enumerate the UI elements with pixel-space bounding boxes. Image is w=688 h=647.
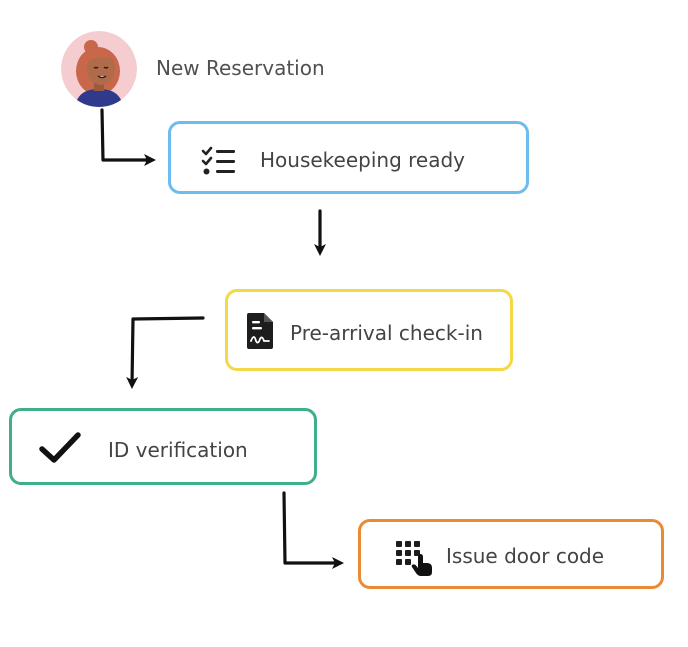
step-issue-door-code: Issue door code [358,519,664,589]
step-label: ID verification [108,438,248,462]
checkmark-icon [39,432,81,464]
step-label: Housekeeping ready [260,148,466,172]
connector-checkin-to-id [126,316,205,389]
step-label: Issue door code [446,544,605,568]
connector-id-to-doorcode [282,491,344,569]
start-label: New Reservation [156,56,325,80]
person-avatar-icon [61,31,137,107]
connector-start-to-housekeeping [100,108,156,166]
document-signature-icon [246,313,274,349]
step-housekeeping-ready: Housekeeping ready [168,121,529,194]
step-id-verification: ID verification [9,408,317,485]
step-label: Pre-arrival check-in [290,321,483,345]
keypad-tap-icon [394,539,436,577]
checklist-icon [201,146,237,176]
step-pre-arrival-check-in: Pre-arrival check-in [225,289,513,371]
